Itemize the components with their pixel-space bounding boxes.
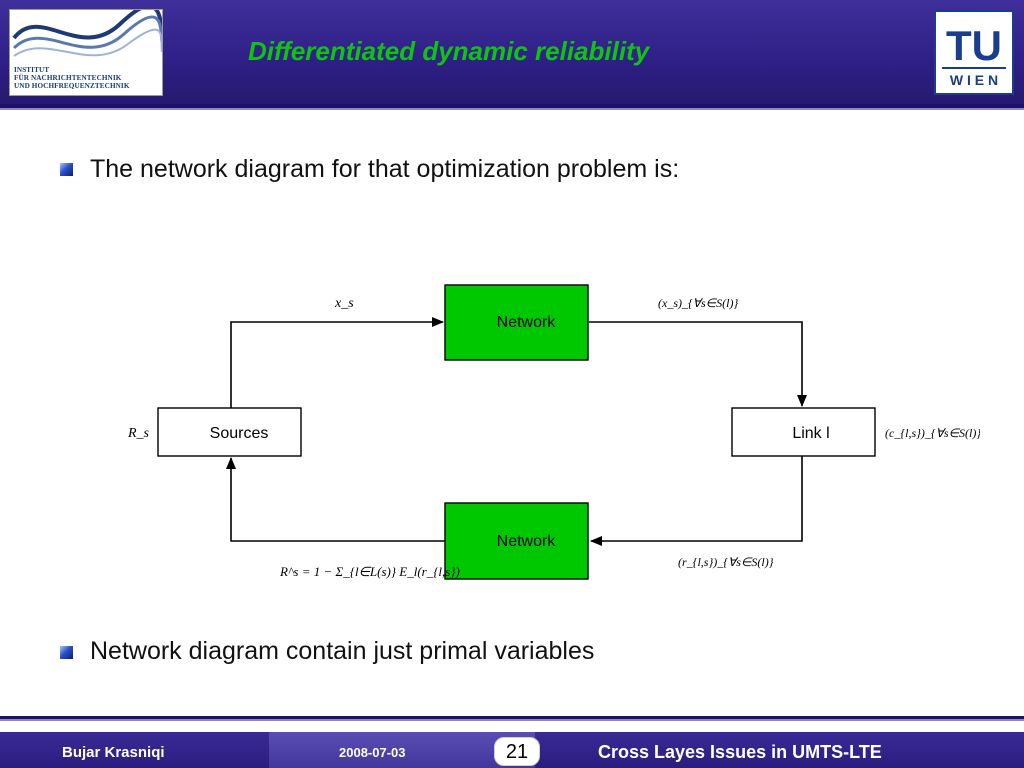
tu-logo-letters: TU (946, 22, 1002, 69)
label-r-ls-set: (r_{l,s})_{∀s∈S(l)} (678, 555, 774, 569)
institute-line-3: UND HOCHFREQUENZTECHNIK (14, 82, 130, 91)
footer-author: Bujar Krasniqi (62, 744, 165, 761)
label-reliability-formula: R^s = 1 − Σ_{l∈L(s)} E_l(r_{l,s}) (279, 564, 460, 579)
slide-header (0, 0, 1024, 104)
label-x-s-set: (x_s)_{∀s∈S(l)} (658, 296, 738, 310)
institute-wave-icon (12, 10, 162, 57)
label-r-s: R_s (127, 426, 150, 441)
institute-logo: INSTITUT FÜR NACHRICHTENTECHNIK UND HOCH… (9, 9, 163, 96)
network-bottom-label: Network (497, 533, 557, 550)
institute-line-2: FÜR NACHRICHTENTECHNIK (14, 74, 122, 83)
label-x-s: x_s (334, 296, 354, 311)
footer-divider-light (0, 719, 1024, 721)
edge-network-top-to-link (589, 321, 807, 407)
network-bottom-node (444, 502, 589, 580)
link-label: Link l (792, 425, 829, 442)
bullet-text-2: Network diagram contain just primal vari… (90, 637, 595, 665)
link-node (731, 407, 876, 457)
edge-network-bottom-to-sources (226, 457, 445, 542)
header-divider-light (0, 108, 1024, 110)
label-c-ls-set: (c_{l,s})_{∀s∈S(l)} (885, 426, 980, 440)
footer-date-panel (269, 732, 535, 768)
footer-date: 2008-07-03 (339, 745, 406, 760)
tu-logo-wien: W I E N (950, 72, 998, 88)
header-divider (0, 104, 1024, 108)
page-number: 21 (494, 737, 540, 766)
institute-line-1: INSTITUT (14, 66, 50, 74)
sources-node (157, 407, 302, 457)
sources-label: Sources (210, 425, 269, 442)
tu-wien-logo: TU W I E N (934, 10, 1014, 95)
edge-sources-to-network-top (230, 317, 444, 408)
bullet-icon (60, 646, 73, 659)
edge-link-to-network-bottom (590, 456, 803, 546)
bullet-icon (60, 163, 73, 176)
footer-divider (0, 716, 1024, 719)
network-top-node (444, 284, 589, 361)
network-top-label: Network (497, 314, 557, 331)
bullet-text-1: The network diagram for that optimizatio… (90, 155, 680, 183)
slide-title: Differentiated dynamic reliability (248, 36, 650, 66)
footer-course-title: Cross Layes Issues in UMTS-LTE (598, 742, 882, 762)
network-diagram: Network Network Sources Link l x_s (x_s)… (127, 284, 980, 580)
